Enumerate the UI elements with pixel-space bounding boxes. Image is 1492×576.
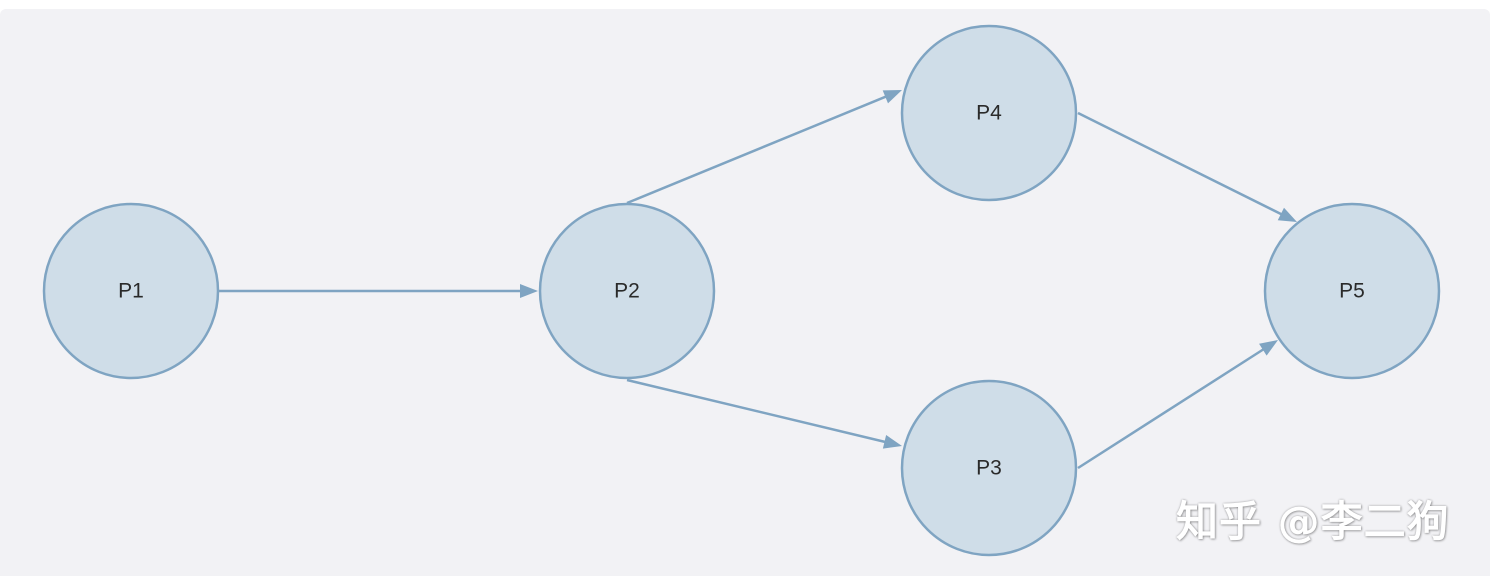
node-p2: P2 (538, 202, 716, 380)
watermark: 知乎 @李二狗 (1176, 497, 1450, 546)
edge-line (1077, 347, 1266, 470)
edge-p4-p5 (1077, 111, 1297, 222)
edge-p1-p2 (219, 284, 538, 298)
node-circle (42, 202, 220, 380)
edge-p2-p4 (626, 90, 902, 205)
edge-line (626, 94, 888, 205)
diagram-canvas (0, 9, 1490, 576)
arrow-head-icon (520, 284, 538, 298)
arrow-head-icon (882, 434, 902, 449)
node-label: P1 (118, 280, 144, 303)
node-label: P2 (614, 280, 640, 303)
node-label: P4 (976, 102, 1002, 125)
node-label: P3 (976, 457, 1002, 480)
node-circle (538, 202, 716, 380)
node-circle (900, 24, 1078, 202)
node-circle (900, 379, 1078, 557)
arrow-head-icon (882, 90, 902, 104)
edges-layer (219, 90, 1297, 470)
node-label: P5 (1339, 280, 1365, 303)
node-p1: P1 (42, 202, 220, 380)
arrow-head-icon (1259, 340, 1278, 356)
edge-line (626, 378, 887, 444)
arrow-head-icon (1277, 207, 1297, 222)
node-p4: P4 (900, 24, 1078, 202)
node-p3: P3 (900, 379, 1078, 557)
node-circle (1263, 202, 1441, 380)
edge-line (1077, 111, 1284, 216)
node-p5: P5 (1263, 202, 1441, 380)
edge-p3-p5 (1077, 340, 1278, 470)
edge-p2-p3 (626, 378, 902, 449)
